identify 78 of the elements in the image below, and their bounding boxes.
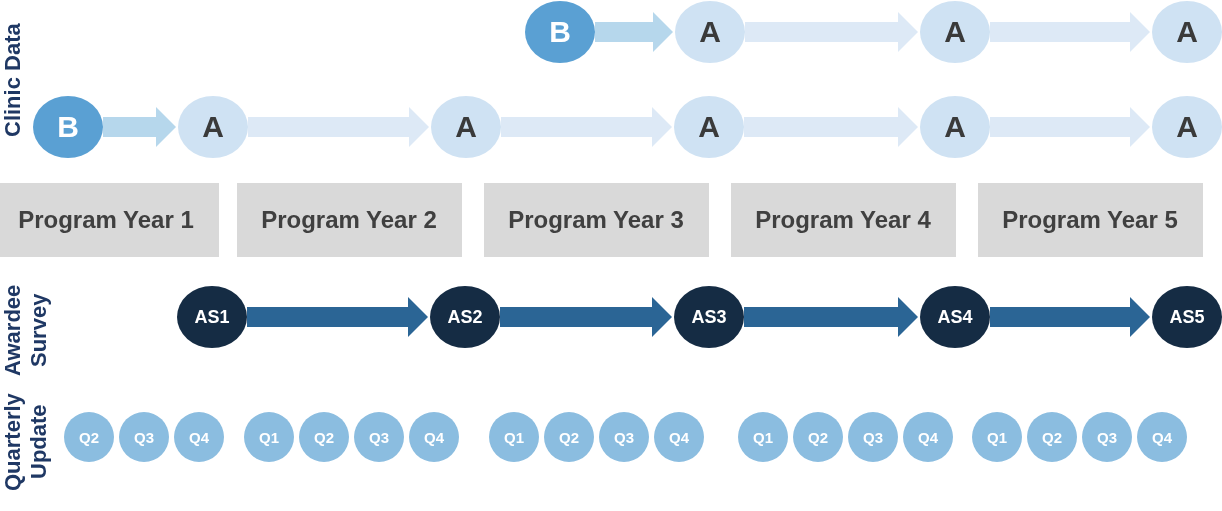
node-label: B — [549, 15, 571, 49]
node-label: AS1 — [194, 306, 230, 328]
node-label: Q4 — [918, 428, 938, 446]
quarter-circle — [409, 412, 459, 462]
arrow — [744, 107, 918, 147]
quarter-circle — [1027, 412, 1077, 462]
row-label: Awardee Survey — [0, 283, 52, 378]
node-label: A — [944, 110, 966, 144]
quarter-circle — [1082, 412, 1132, 462]
node-label: A — [699, 15, 721, 49]
node-label: AS2 — [447, 306, 483, 328]
quarter-circle — [119, 412, 169, 462]
arrow — [103, 107, 176, 147]
node-label: Q1 — [259, 428, 279, 446]
node-label: Q2 — [79, 428, 99, 446]
node-label: Q3 — [1097, 428, 1117, 446]
quarter-circle — [972, 412, 1022, 462]
node-label: Q4 — [189, 428, 209, 446]
quarter-circle — [903, 412, 953, 462]
quarter-circle — [174, 412, 224, 462]
node-label: Program Year 3 — [508, 206, 684, 234]
node-label: B — [57, 110, 79, 144]
year-band — [236, 183, 462, 257]
arrow — [595, 12, 673, 52]
node-label: A — [1176, 110, 1198, 144]
node-label: Program Year 5 — [1002, 206, 1178, 234]
node-label: Q3 — [863, 428, 883, 446]
quarter-circle — [354, 412, 404, 462]
node-label: A — [698, 110, 720, 144]
quarter-circle — [64, 412, 114, 462]
year-band — [730, 183, 956, 257]
quarter-circle — [848, 412, 898, 462]
node-label: Q1 — [753, 428, 773, 446]
year-band — [483, 183, 709, 257]
node-label: Q2 — [1042, 428, 1062, 446]
node-label: AS3 — [691, 306, 727, 328]
arrow — [744, 297, 918, 337]
node-label: Q2 — [808, 428, 828, 446]
node-label: Program Year 1 — [18, 206, 194, 234]
node-label: Program Year 2 — [261, 206, 437, 234]
year-band — [977, 183, 1203, 257]
node-label: Q1 — [504, 428, 524, 446]
arrow — [990, 297, 1150, 337]
arrow — [745, 12, 918, 52]
node-label: Q2 — [314, 428, 334, 446]
node-label: Program Year 4 — [755, 206, 931, 234]
row-label: Quarterly Update — [0, 392, 52, 493]
quarter-circle — [793, 412, 843, 462]
node-label: Q4 — [1152, 428, 1172, 446]
node-label: Q3 — [369, 428, 389, 446]
node-label: AS5 — [1169, 306, 1205, 328]
quarter-circle — [654, 412, 704, 462]
year-band — [0, 183, 219, 257]
quarter-circle — [1137, 412, 1187, 462]
node-label: Q2 — [559, 428, 579, 446]
node-label: Q1 — [987, 428, 1007, 446]
arrow — [500, 297, 672, 337]
arrow — [501, 107, 672, 147]
node-label: Q4 — [424, 428, 444, 446]
quarter-circle — [489, 412, 539, 462]
arrow — [990, 107, 1150, 147]
arrow — [248, 107, 429, 147]
row-label: Clinic Data — [0, 22, 26, 139]
quarter-circle — [299, 412, 349, 462]
quarter-circle — [544, 412, 594, 462]
quarter-circle — [244, 412, 294, 462]
node-label: A — [202, 110, 224, 144]
arrow — [247, 297, 428, 337]
node-label: Q3 — [134, 428, 154, 446]
node-label: A — [455, 110, 477, 144]
quarter-circle — [738, 412, 788, 462]
quarter-circle — [599, 412, 649, 462]
arrow — [990, 12, 1150, 52]
node-label: AS4 — [937, 306, 973, 328]
node-label: A — [944, 15, 966, 49]
node-label: Q3 — [614, 428, 634, 446]
node-label: A — [1176, 15, 1198, 49]
node-label: Q4 — [669, 428, 689, 446]
